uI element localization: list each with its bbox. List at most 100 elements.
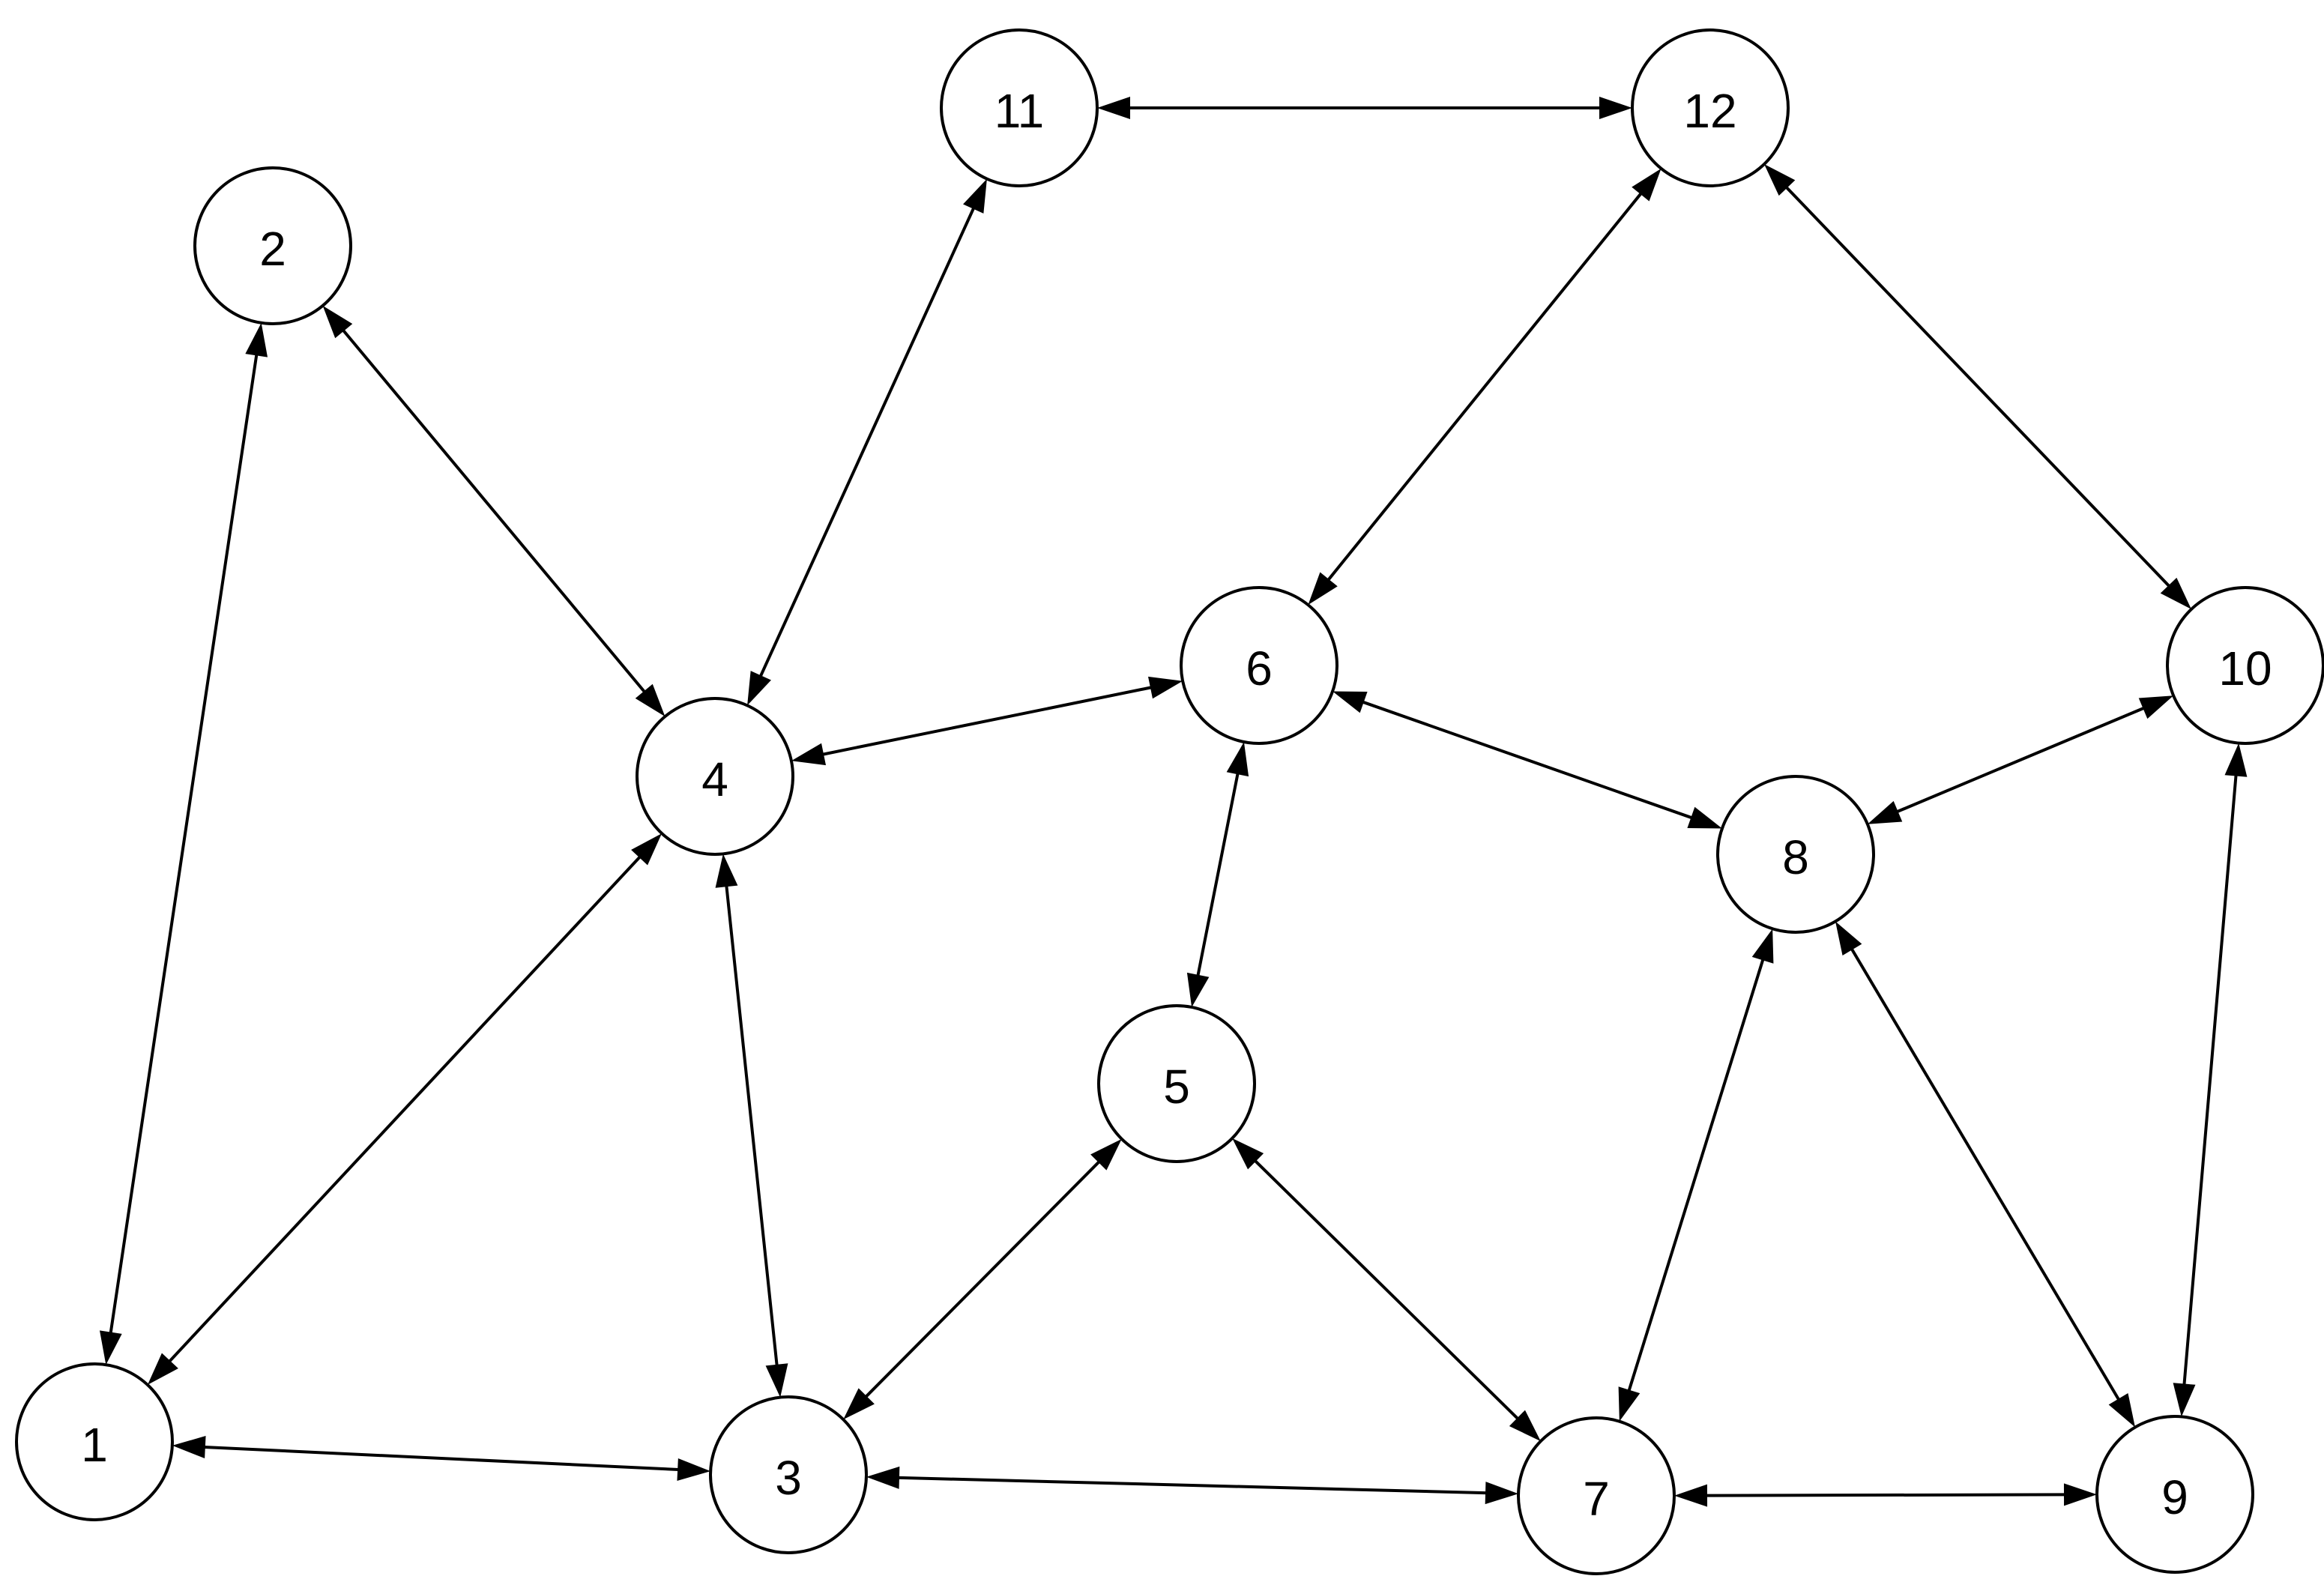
edge-8-10 [1867,695,2174,824]
edge-7-9 [1673,1483,2098,1507]
node-label-2: 2 [259,222,286,276]
edge-line-5-7 [1252,1158,1521,1422]
edge-10-9 [2173,743,2248,1417]
node-10: 10 [2166,586,2324,745]
arrowhead-to-9 [2063,1483,2098,1506]
node-label-8: 8 [1782,830,1809,884]
node-5: 5 [1097,1004,1256,1163]
node-label-1: 1 [81,1418,108,1472]
arrowhead-to-10 [2160,577,2191,609]
arrowhead-to-11 [963,178,987,214]
node-6: 6 [1180,586,1338,745]
node-2: 2 [193,166,352,325]
edge-line-2-4 [340,327,648,695]
arrowhead-to-9 [2173,1383,2196,1417]
edge-line-1-2 [109,352,259,1335]
edge-1-2 [99,322,268,1365]
arrowhead-to-12 [1632,168,1661,202]
edge-line-8-7 [1626,956,1766,1394]
arrowhead-to-8 [1835,921,1862,955]
node-label-5: 5 [1163,1060,1190,1114]
arrowhead-to-4 [631,833,663,866]
arrowhead-to-10 [2138,695,2174,719]
node-8: 8 [1716,775,1875,934]
edge-5-7 [1232,1138,1541,1442]
arrowhead-to-6 [1147,676,1183,699]
edge-line-7-9 [1703,1493,2068,1497]
arrowhead-to-12 [1599,97,1632,119]
node-12: 12 [1631,28,1790,187]
edge-line-4-11 [758,205,977,679]
arrowhead-to-3 [765,1363,788,1398]
arrowhead-to-3 [677,1458,711,1481]
node-label-4: 4 [701,752,728,806]
edge-1-3 [172,1436,711,1481]
node-label-3: 3 [775,1451,802,1505]
arrowhead-to-7 [1618,1386,1641,1422]
edge-line-12-6 [1326,190,1644,583]
edge-line-1-4 [166,854,643,1365]
node-label-10: 10 [2218,641,2272,695]
node-label-6: 6 [1246,641,1273,695]
node-label-9: 9 [2161,1470,2188,1524]
arrowhead-to-8 [1687,806,1722,829]
arrowhead-to-6 [1226,742,1249,777]
node-circle-10 [2166,586,2324,745]
arrowhead-to-9 [2108,1393,2135,1428]
edge-6-5 [1186,742,1249,1007]
arrowhead-to-2 [245,322,268,357]
arrowhead-to-10 [2224,743,2248,777]
node-circle-2 [193,166,352,325]
arrowhead-to-5 [1186,972,1210,1007]
arrowhead-to-5 [1232,1138,1264,1170]
arrowhead-to-11 [1097,97,1130,119]
edge-12-6 [1308,168,1661,606]
arrowhead-to-5 [1090,1138,1122,1171]
edge-8-9 [1835,921,2135,1428]
edge-line-6-5 [1195,770,1240,979]
node-circle-6 [1180,586,1338,745]
node-circle-8 [1716,775,1875,934]
arrowhead-to-4 [747,671,771,706]
node-7: 7 [1517,1416,1676,1575]
edge-line-5-3 [863,1159,1102,1400]
arrowhead-to-1 [147,1353,178,1385]
node-3: 3 [709,1395,868,1554]
node-circle-9 [2095,1415,2254,1574]
arrowhead-to-2 [322,305,353,339]
arrowhead-to-4 [715,854,738,888]
node-circle-1 [15,1362,174,1521]
arrowhead-to-6 [1332,691,1368,713]
node-label-11: 11 [995,84,1044,138]
arrowhead-to-3 [843,1388,875,1420]
arrowhead-to-6 [1308,572,1338,606]
node-label-7: 7 [1583,1472,1610,1526]
arrowhead-to-7 [1485,1482,1519,1505]
edge-4-6 [791,676,1183,766]
arrowhead-to-8 [1867,800,1903,824]
arrowhead-to-4 [791,743,827,766]
node-circle-12 [1631,28,1790,187]
node-11: 11 [940,28,1099,187]
edge-4-11 [747,178,987,706]
edge-line-12-10 [1784,184,2172,589]
edge-2-4 [322,305,665,717]
edge-line-4-6 [820,685,1154,757]
node-4: 4 [636,697,794,856]
edge-6-8 [1332,691,1722,829]
arrowhead-to-3 [866,1466,900,1489]
node-9: 9 [2095,1415,2254,1574]
edge-line-6-8 [1360,699,1694,821]
edge-line-1-3 [202,1445,681,1472]
edges-layer [99,97,2248,1507]
arrowhead-to-8 [1751,929,1774,964]
node-circle-11 [940,28,1099,187]
edge-1-4 [147,833,663,1385]
arrowhead-to-1 [172,1436,206,1459]
edge-line-10-9 [2182,773,2238,1387]
arrowhead-to-12 [1764,164,1796,196]
node-label-12: 12 [1683,84,1736,138]
node-circle-4 [636,697,794,856]
